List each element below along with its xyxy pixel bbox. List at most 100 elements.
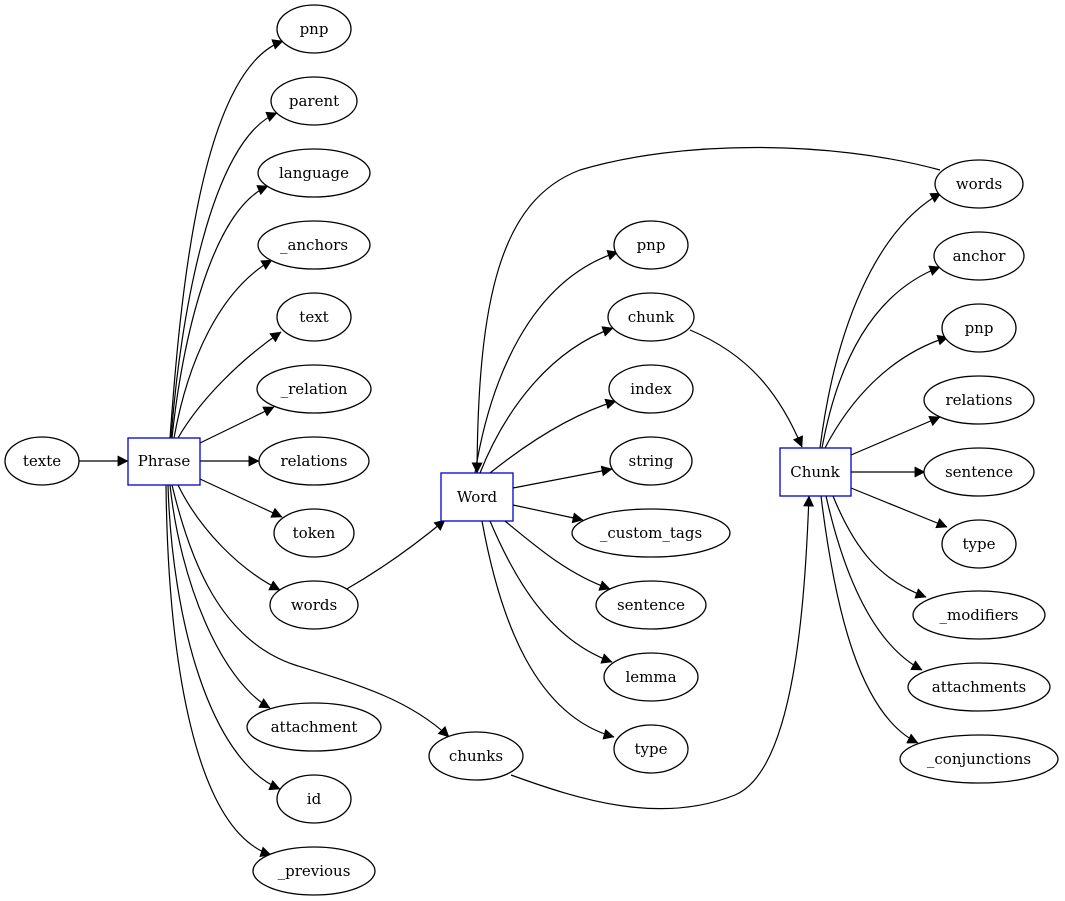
edge-phrase-words — [177, 484, 281, 591]
node-label: attachments — [932, 678, 1027, 696]
node-phrase-relation: _relation — [256, 364, 372, 414]
node-chunk-type: type — [941, 519, 1017, 569]
node-chunk-attachments: attachments — [907, 662, 1051, 712]
node-chunk-modifiers: _modifiers — [912, 590, 1046, 640]
node-label: _custom_tags — [600, 524, 702, 542]
node-chunk-pnp: pnp — [941, 303, 1017, 353]
node-label: type — [635, 740, 668, 758]
node-label-texte: texte — [23, 452, 61, 470]
node-label: parent — [289, 92, 339, 110]
node-word-custom-tags: _custom_tags — [571, 508, 731, 558]
node-chunk-sentence: sentence — [923, 447, 1035, 497]
edge-chunk-conjunctions — [820, 495, 919, 744]
node-phrase-words: words — [269, 580, 359, 630]
edges — [79, 39, 949, 857]
edge-phrase-text — [177, 331, 282, 439]
node-word-lemma: lemma — [603, 652, 699, 702]
node-label: lemma — [625, 668, 676, 686]
class-label-phrase: Phrase — [138, 452, 191, 470]
node-phrase-attachment: attachment — [246, 702, 382, 752]
edge-phrase-id — [167, 484, 281, 791]
node-label: language — [279, 164, 349, 182]
node-word-sentence: sentence — [595, 580, 707, 630]
node-label: text — [299, 308, 328, 326]
class-word: Word — [440, 472, 514, 522]
node-chunk-conjunctions: _conjunctions — [899, 734, 1059, 784]
node-label: _relation — [281, 380, 348, 398]
node-label: string — [629, 452, 674, 470]
node-phrase-relations: relations — [258, 436, 370, 486]
node-phrase-token: token — [273, 508, 355, 558]
node-chunk-anchor: anchor — [933, 231, 1025, 281]
node-label: relations — [280, 452, 347, 470]
edge-phrase-relation — [199, 406, 275, 444]
node-word-type: type — [613, 724, 689, 774]
node-label: words — [956, 175, 1002, 193]
edge-w-chunk-chunk — [689, 329, 803, 448]
class-phrase: Phrase — [127, 437, 201, 486]
edge-phrase-anchors — [173, 259, 273, 439]
node-phrase-anchors: _anchors — [257, 220, 371, 270]
node-phrase-parent: parent — [270, 76, 358, 126]
node-phrase-pnp: pnp — [276, 4, 352, 54]
nodes: texte Phrase pnp parent language _anchor… — [4, 4, 1059, 896]
edge-word-pnp — [474, 249, 619, 474]
edge-phrase-pnp — [169, 39, 284, 439]
edge-phrase-token — [199, 478, 283, 518]
edge-c-words-word — [471, 146, 941, 474]
node-word-string: string — [609, 436, 693, 486]
node-phrase-text: text — [276, 292, 352, 342]
edge-chunks-chunk — [510, 495, 815, 810]
node-label: anchor — [953, 247, 1007, 265]
edge-word-lemma — [489, 520, 613, 664]
edge-word-index — [489, 398, 617, 474]
node-texte: texte — [4, 436, 80, 486]
edge-words-word — [344, 519, 446, 591]
node-label: sentence — [945, 463, 1013, 481]
edge-phrase-parent — [170, 111, 278, 439]
class-label-word: Word — [457, 488, 498, 506]
class-label-chunk: Chunk — [790, 463, 840, 481]
edge-chunk-modifiers — [832, 495, 927, 599]
node-phrase-id: id — [276, 774, 352, 824]
edge-phrase-language — [171, 185, 269, 439]
node-word-pnp: pnp — [613, 220, 689, 270]
edge-phrase-attachment — [169, 484, 271, 709]
node-label: chunks — [449, 747, 503, 765]
edge-chunk-anchor — [821, 265, 941, 449]
node-label: chunk — [628, 308, 675, 326]
node-label: id — [307, 790, 322, 808]
node-label: attachment — [271, 718, 358, 736]
node-phrase-previous: _previous — [252, 846, 376, 896]
node-label: index — [630, 380, 672, 398]
edge-chunk-relations — [850, 416, 941, 456]
edge-chunk-words — [819, 192, 942, 449]
node-label: _anchors — [280, 236, 348, 254]
edge-word-sentence — [504, 520, 611, 591]
node-label: pnp — [637, 236, 666, 254]
node-phrase-chunks: chunks — [428, 731, 524, 781]
node-label: pnp — [300, 20, 329, 38]
edge-word-custom-tags — [512, 504, 584, 524]
edge-phrase-previous — [165, 484, 272, 857]
node-label: _modifiers — [940, 606, 1019, 624]
node-label: token — [293, 524, 336, 542]
edge-word-chunk — [479, 326, 614, 474]
node-label: relations — [945, 391, 1012, 409]
node-label: sentence — [617, 596, 685, 614]
node-chunk-relations: relations — [923, 375, 1035, 425]
node-label: words — [291, 596, 337, 614]
node-label: type — [963, 535, 996, 553]
edge-chunk-type — [850, 487, 948, 529]
edge-word-type — [481, 520, 615, 740]
node-chunk-words: words — [934, 159, 1024, 209]
edge-chunk-pnp — [824, 334, 949, 449]
node-label: pnp — [965, 319, 994, 337]
node-word-chunk: chunk — [607, 292, 695, 342]
node-phrase-language: language — [257, 148, 371, 198]
class-chunk: Chunk — [779, 447, 852, 497]
edge-word-string — [512, 465, 613, 489]
edge-chunk-attachments — [825, 495, 923, 671]
edge-phrase-chunks — [171, 484, 450, 738]
